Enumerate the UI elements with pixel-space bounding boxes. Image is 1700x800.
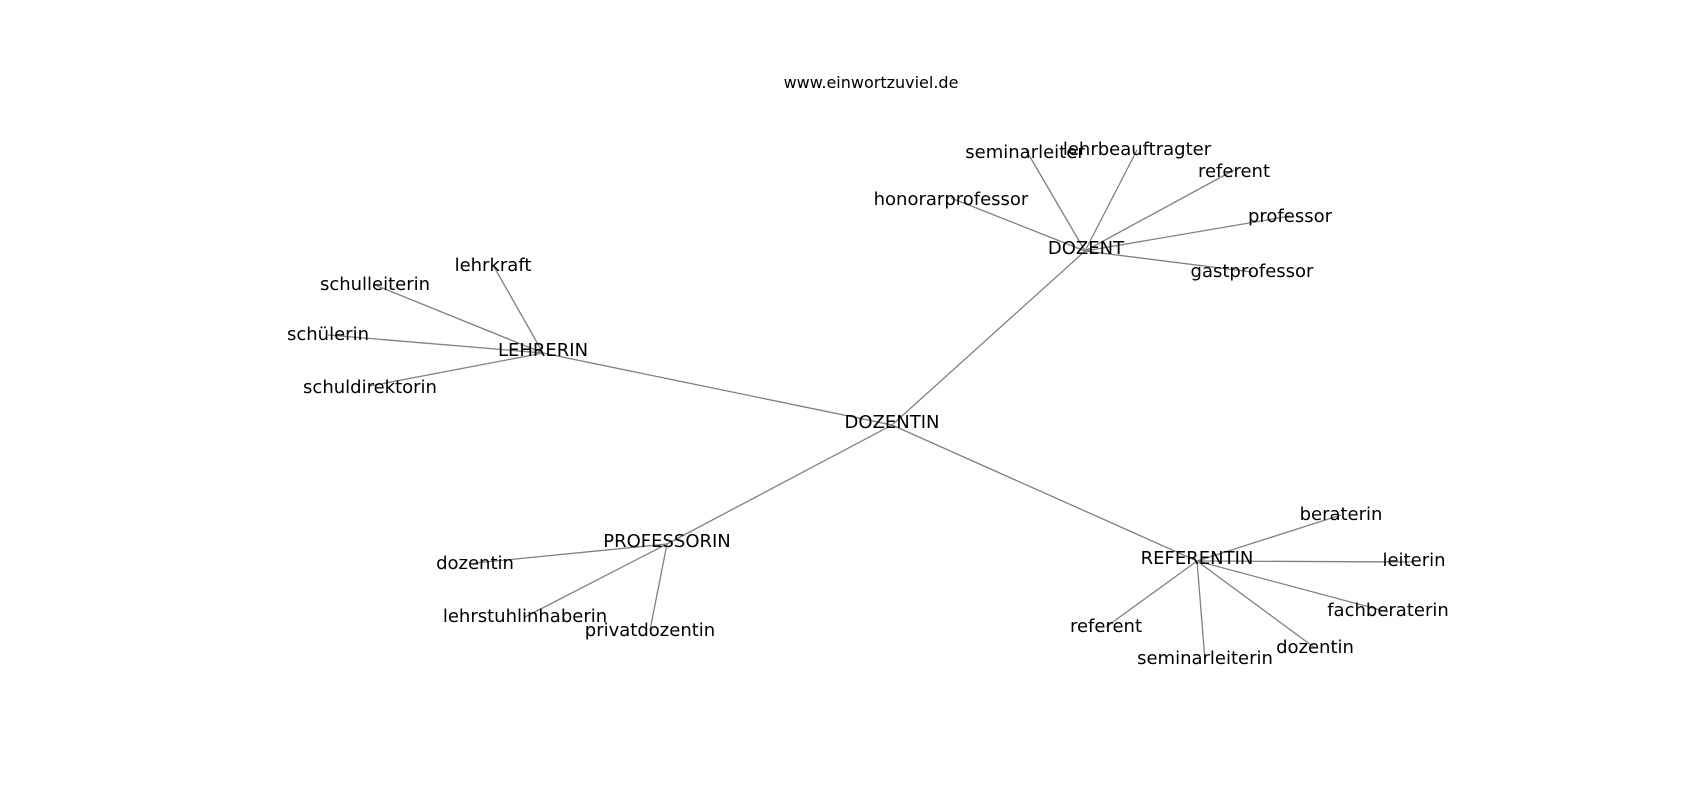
- edges: [327, 149, 1415, 661]
- node-leaf: seminarleiter: [965, 142, 1085, 163]
- edge-lehrerin-schuldirektorin: [369, 352, 544, 387]
- edge-professorin-lehrstuhlinhaberin: [524, 543, 668, 618]
- node-leaf: lehrbeauftragter: [1063, 139, 1212, 160]
- node-leaf: schuldirektorin: [303, 377, 437, 398]
- node-leaf: lehrstuhlinhaberin: [443, 606, 607, 627]
- node-root-dozentin: DOZENTIN: [845, 412, 940, 433]
- node-leaf: gastprofessor: [1191, 261, 1315, 282]
- edge-root-professorin: [666, 424, 893, 545]
- node-leaf: honorarprofessor: [874, 189, 1029, 210]
- node-hub-referentin: REFERENTIN: [1141, 548, 1254, 569]
- edge-dozent-referent: [1084, 169, 1235, 252]
- edge-dozent-lehrbeauftragter: [1084, 149, 1138, 252]
- edge-referentin-beraterin: [1196, 514, 1342, 562]
- node-leaf: professor: [1248, 206, 1333, 227]
- node-leaf: dozentin: [1276, 637, 1354, 658]
- edge-referentin-fachberaterin: [1196, 560, 1389, 613]
- node-leaf: fachberaterin: [1327, 600, 1449, 621]
- edge-referentin-referent: [1105, 560, 1198, 628]
- node-labels: DOZENTIN DOZENT seminarleiter lehrbeauft…: [287, 139, 1449, 669]
- edge-root-referentin: [891, 424, 1198, 562]
- node-leaf: referent: [1070, 616, 1142, 637]
- edge-referentin-seminarleiterin: [1196, 560, 1206, 661]
- node-hub-professorin: PROFESSORIN: [603, 531, 731, 552]
- node-leaf: lehrkraft: [455, 255, 532, 276]
- node-leaf: schulleiterin: [320, 274, 430, 295]
- edge-root-lehrerin: [542, 352, 893, 426]
- edge-dozent-professor: [1084, 215, 1291, 252]
- node-leaf: privatdozentin: [585, 620, 715, 641]
- edge-referentin-dozentin: [1196, 560, 1316, 649]
- node-leaf: dozentin: [436, 553, 514, 574]
- node-leaf: leiterin: [1382, 550, 1445, 571]
- edge-professorin-privatdozentin: [649, 543, 668, 631]
- edge-referentin-leiterin: [1196, 560, 1415, 563]
- node-leaf: beraterin: [1300, 504, 1383, 525]
- edge-dozent-gastprofessor: [1084, 250, 1253, 273]
- edge-dozent-seminarleiter: [1025, 149, 1086, 252]
- node-leaf: schülerin: [287, 324, 369, 345]
- edge-lehrerin-schuelerin: [327, 334, 544, 354]
- source-label: www.einwortzuviel.de: [784, 73, 959, 92]
- node-leaf: seminarleiterin: [1137, 648, 1273, 669]
- edge-lehrerin-lehrkraft: [492, 264, 544, 354]
- node-hub-dozent: DOZENT: [1048, 238, 1125, 259]
- node-hub-lehrerin: LEHRERIN: [498, 340, 588, 361]
- edge-lehrerin-schulleiterin: [374, 284, 544, 354]
- edge-professorin-dozentin: [474, 543, 668, 564]
- node-leaf: referent: [1198, 161, 1270, 182]
- edge-dozent-honorarprofessor: [950, 197, 1086, 252]
- edge-root-dozent: [891, 250, 1086, 426]
